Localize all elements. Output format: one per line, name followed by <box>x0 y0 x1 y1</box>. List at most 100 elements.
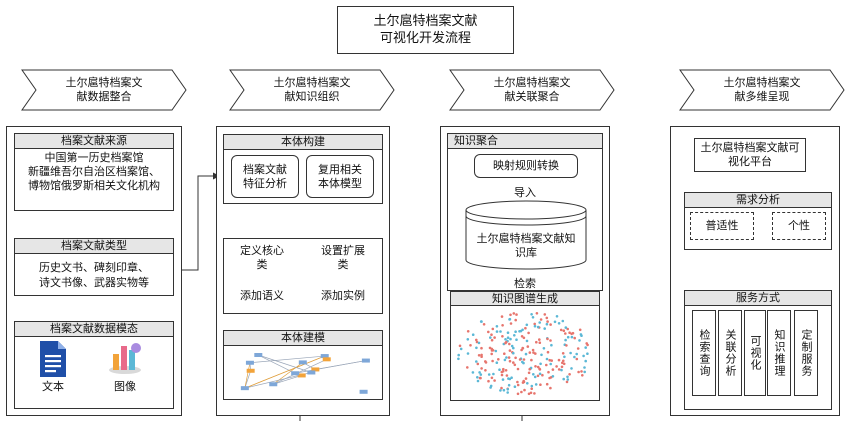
graph-node <box>562 362 566 366</box>
graph-node <box>516 383 520 387</box>
graph-node <box>566 378 570 381</box>
title-line-2: 可视化开发流程 <box>379 31 471 46</box>
graph-node <box>570 335 574 339</box>
graph-node <box>479 373 483 376</box>
graph-node <box>489 384 493 388</box>
graph-node <box>489 336 492 339</box>
add-instances: 添加实例 <box>308 283 378 309</box>
graph-node <box>509 313 512 317</box>
graph-node <box>550 359 553 362</box>
graph-node <box>528 351 532 354</box>
graph-node <box>500 315 504 318</box>
graph-node <box>583 370 586 374</box>
graph-node <box>530 313 533 316</box>
ontology-header: 本体构建 <box>223 134 383 150</box>
graph-node <box>529 391 533 395</box>
diagram-title: 土尔扈特档案文献 可视化开发流程 <box>337 6 514 54</box>
graph-node <box>524 352 528 356</box>
service-association-analysis: 关联分析 <box>718 310 742 396</box>
graph-node <box>510 344 514 348</box>
graph-node <box>522 379 525 383</box>
model-node <box>322 357 331 362</box>
graph-node <box>525 323 529 327</box>
model-edge <box>273 359 327 385</box>
graph-node <box>515 313 518 316</box>
graph-node <box>559 328 563 332</box>
graph-node <box>512 351 515 355</box>
graph-node <box>565 380 569 384</box>
graph-node <box>536 374 540 378</box>
graph-node <box>585 342 588 345</box>
graph-node <box>527 371 531 375</box>
graph-node <box>520 390 523 394</box>
graph-node <box>508 349 512 352</box>
graph-node <box>520 348 523 352</box>
graph-node <box>581 374 584 377</box>
graph-node <box>507 377 510 380</box>
add-semantics: 添加语义 <box>227 283 297 309</box>
personalization-box: 个性 <box>772 212 826 240</box>
graph-node <box>560 368 563 372</box>
graph-node <box>484 369 487 372</box>
graph-node <box>579 333 583 336</box>
graph-node <box>487 373 491 376</box>
graph-node <box>538 372 542 376</box>
set-extended-class: 设置扩展类 <box>308 241 378 275</box>
graph-node <box>564 326 568 329</box>
graph-node <box>457 353 460 357</box>
graph-node <box>507 383 511 387</box>
graph-node <box>514 330 517 333</box>
graph-node <box>513 334 516 337</box>
model-node <box>269 382 278 387</box>
graph-node <box>584 359 587 363</box>
graph-node <box>518 330 521 333</box>
model-edge <box>315 360 366 370</box>
stage-chevron-1 <box>21 69 187 111</box>
graph-node <box>563 355 566 359</box>
graph-node <box>466 330 470 333</box>
graph-node <box>490 333 493 336</box>
graph-node <box>557 322 561 325</box>
graph-node <box>561 319 565 323</box>
graph-node <box>513 363 517 367</box>
graph-node <box>499 330 502 333</box>
graph-node <box>575 352 578 356</box>
graph-node <box>501 378 505 381</box>
model-node <box>291 371 300 376</box>
model-edge <box>244 370 251 389</box>
graph-node <box>504 369 508 372</box>
graph-node <box>568 373 571 376</box>
graph-node <box>510 376 513 379</box>
source-header: 档案文献来源 <box>14 133 174 149</box>
graph-node <box>490 376 494 380</box>
graph-node <box>499 389 502 392</box>
graph-node <box>500 386 503 390</box>
modeling-header: 本体建模 <box>223 330 383 346</box>
graph-node <box>479 376 482 380</box>
graph-node <box>564 338 567 342</box>
graph-node <box>478 371 481 374</box>
graph-node <box>578 328 582 332</box>
graph-node <box>530 358 533 362</box>
graph-node <box>521 360 524 364</box>
graph-node <box>466 352 470 355</box>
model-edge <box>244 355 325 389</box>
graph-node <box>469 344 472 347</box>
graph-node <box>508 359 512 363</box>
service-knowledge-reasoning: 知识推理 <box>767 310 791 396</box>
graph-node <box>528 367 531 371</box>
graph-node <box>578 339 581 342</box>
graph-node <box>493 336 496 339</box>
graph-node <box>475 346 478 350</box>
graph-node <box>573 355 576 359</box>
graph-node <box>562 329 566 332</box>
graph-node <box>533 322 536 326</box>
graph-node <box>503 352 506 355</box>
graph-node <box>518 358 522 361</box>
graph-node <box>560 365 564 369</box>
graph-node <box>565 344 568 347</box>
graph-node <box>522 336 526 340</box>
graph-node <box>500 373 504 377</box>
modality-image-label: 图像 <box>114 380 136 393</box>
graph-node <box>504 338 507 341</box>
